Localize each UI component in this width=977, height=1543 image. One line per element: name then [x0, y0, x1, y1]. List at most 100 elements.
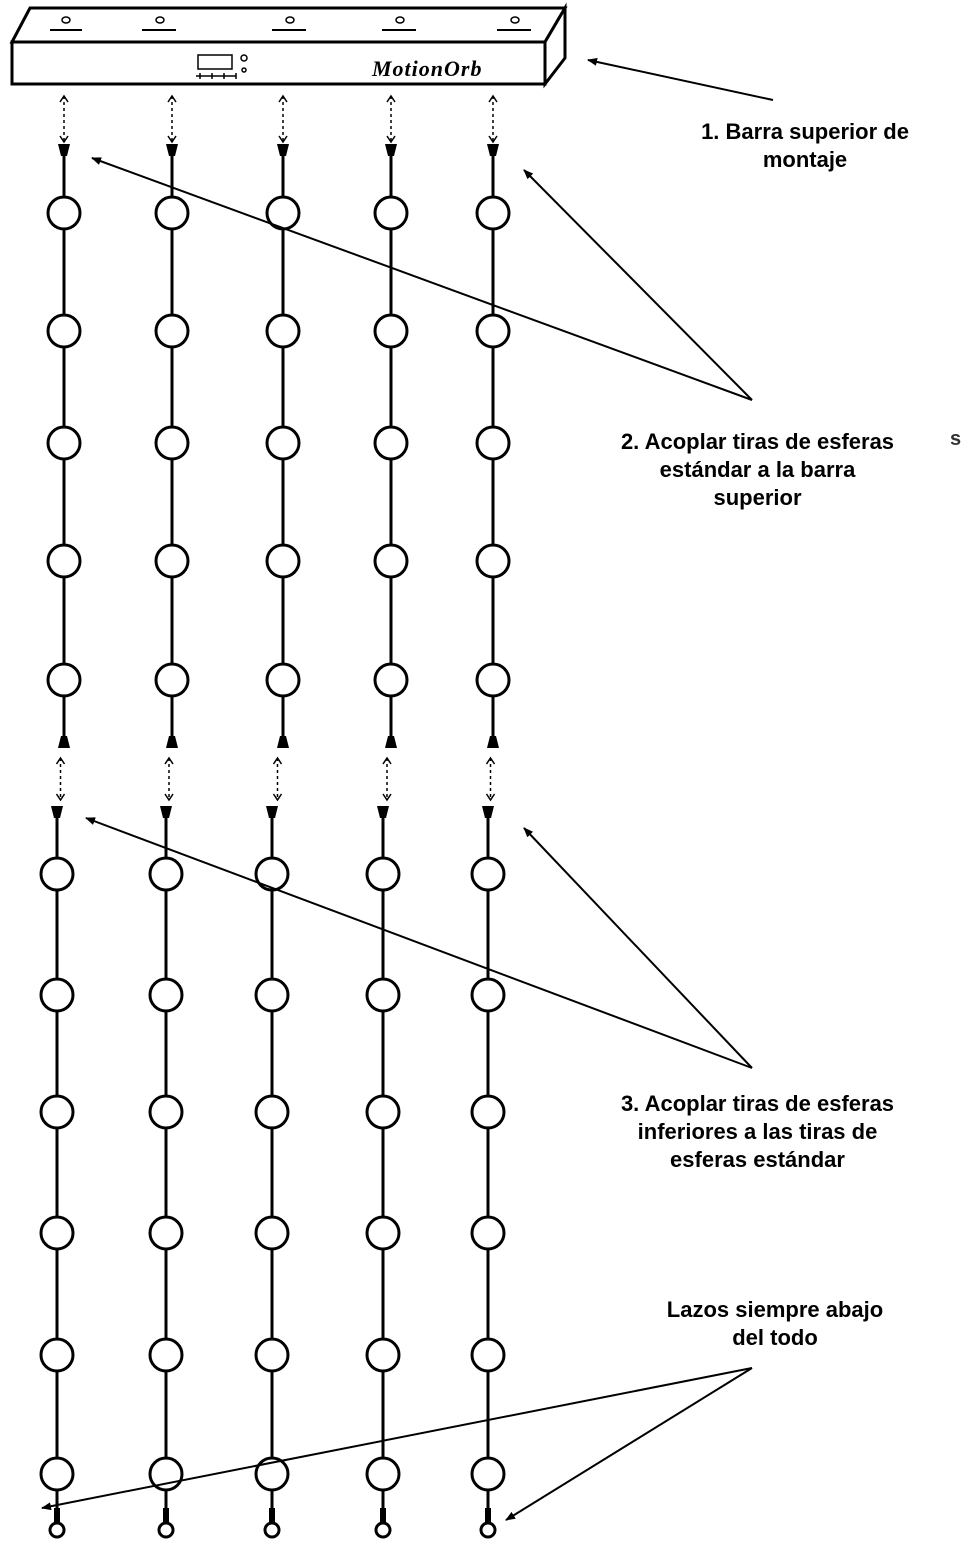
orb: [475, 313, 511, 349]
bottom-connector: [58, 736, 70, 748]
callout-note-loops: Lazos siempre abajo del todo: [666, 1297, 884, 1350]
orb: [39, 1337, 75, 1373]
end-loop: [263, 1521, 281, 1539]
orb: [475, 543, 511, 579]
lower-top-connector: [266, 806, 278, 818]
orb: [365, 1094, 401, 1130]
orb: [46, 425, 82, 461]
orb: [254, 1215, 290, 1251]
top-link-arrow-tip-down: [167, 135, 177, 144]
mid-link-arrow-tip-down: [485, 793, 496, 802]
orb: [475, 425, 511, 461]
lower-top-connector: [377, 806, 389, 818]
orb: [254, 1337, 290, 1373]
top-connector: [487, 144, 499, 156]
mid-link-arrow-tip-down: [382, 793, 392, 802]
callout-step-1: 1. Barra superior de montaje: [701, 119, 909, 172]
mid-link-arrow-tip-up: [272, 756, 283, 765]
arrow-to-last-lower-connector: [523, 827, 753, 1069]
orb: [373, 425, 409, 461]
orb: [254, 856, 290, 892]
orb: [265, 313, 301, 349]
bottom-connector: [385, 736, 397, 748]
mid-link-arrow-tip-down: [164, 793, 174, 802]
orb: [470, 1094, 506, 1130]
loop-stem: [485, 1508, 491, 1522]
top-link-arrow-tip-up: [278, 94, 288, 103]
orb: [265, 662, 301, 698]
orb: [475, 195, 511, 231]
orb: [148, 1337, 184, 1373]
orb: [265, 425, 301, 461]
orb: [254, 1094, 290, 1130]
arrow-to-last-loop: [505, 1367, 753, 1521]
bottom-connector: [277, 736, 289, 748]
bottom-connector: [487, 736, 499, 748]
orb: [154, 313, 190, 349]
orb: [365, 1456, 401, 1492]
orb: [365, 856, 401, 892]
orb: [148, 856, 184, 892]
top-link-arrow-tip-up: [167, 94, 177, 103]
orb: [154, 543, 190, 579]
arrow-to-first-top-connector: [91, 157, 753, 401]
orb: [46, 662, 82, 698]
orb: [154, 195, 190, 231]
end-loop: [479, 1521, 497, 1539]
orb: [46, 195, 82, 231]
top-link-arrow-tip-up: [386, 94, 396, 103]
orb: [470, 856, 506, 892]
orb: [154, 662, 190, 698]
top-link-arrow-tip-down: [278, 135, 288, 144]
top-connector: [166, 144, 178, 156]
arrow-to-last-top-connector: [523, 169, 753, 401]
mounting-bar: MotionOrb: [9, 2, 568, 89]
orb: [373, 195, 409, 231]
loop-stem: [163, 1508, 169, 1522]
mid-link-arrow-tip-down: [272, 793, 283, 802]
arrow-to-mounting-bar: [587, 57, 774, 101]
orb: [46, 543, 82, 579]
brand-logo: MotionOrb: [371, 56, 482, 81]
loop-stem: [380, 1508, 386, 1522]
orb: [365, 977, 401, 1013]
end-loop: [157, 1521, 175, 1539]
orb: [39, 1215, 75, 1251]
top-link-arrow-tip-down: [59, 135, 69, 144]
callout-arrows: [41, 57, 774, 1521]
lower-top-connector: [482, 806, 494, 818]
top-connector: [58, 144, 70, 156]
orb: [470, 1215, 506, 1251]
orb: [148, 977, 184, 1013]
orb: [373, 662, 409, 698]
orb: [365, 1215, 401, 1251]
end-loop: [48, 1521, 66, 1539]
bar-socket-marks: [61, 16, 520, 24]
top-link-arrow-tip-down: [386, 135, 396, 144]
callout-step-3: 3. Acoplar tiras de esferas inferiores a…: [620, 1091, 895, 1172]
orb: [39, 856, 75, 892]
orb: [154, 425, 190, 461]
orb: [470, 1337, 506, 1373]
top-link-arrow-tip-up: [488, 94, 498, 103]
orb: [373, 543, 409, 579]
callout-step-2: 2. Acoplar tiras de esferas estándar a l…: [620, 429, 895, 510]
top-link-arrow-tip-down: [488, 135, 498, 144]
top-link-arrow-tip-up: [59, 94, 69, 103]
orb: [373, 313, 409, 349]
top-connector: [385, 144, 397, 156]
stray-mark: s: [950, 428, 962, 450]
orb: [39, 977, 75, 1013]
lower-top-connector: [51, 806, 63, 818]
mid-link-arrow-tip-up: [382, 756, 392, 765]
mid-link-arrow-tip-up: [55, 756, 66, 765]
loop-stem: [54, 1508, 60, 1522]
orb: [148, 1094, 184, 1130]
orb: [470, 1456, 506, 1492]
orb: [265, 543, 301, 579]
mid-link-arrow-tip-up: [485, 756, 496, 765]
arrow-to-first-loop: [41, 1367, 753, 1511]
orb: [46, 313, 82, 349]
orb: [475, 662, 511, 698]
